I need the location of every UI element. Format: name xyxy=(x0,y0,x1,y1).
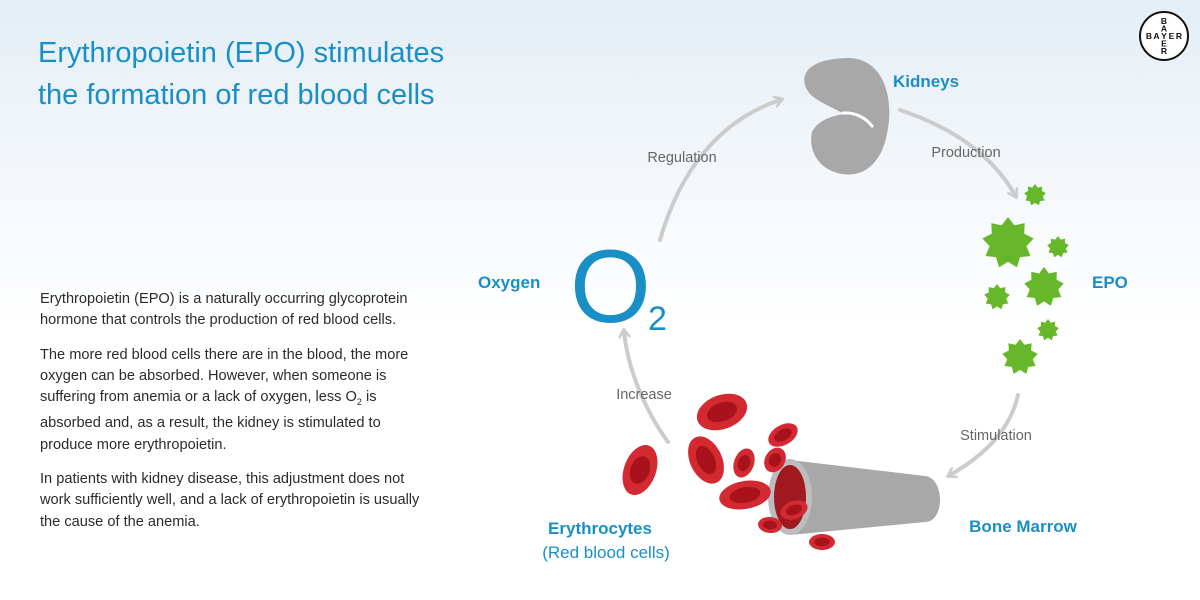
epo-molecule-icon xyxy=(982,184,1069,374)
label-production: Production xyxy=(931,145,1000,161)
label-kidneys: Kidneys xyxy=(893,72,959,91)
red-blood-cell xyxy=(622,444,658,496)
paragraph-2-end: is absorbed and, as a result, the kidney… xyxy=(40,389,381,453)
label-bone-marrow: Bone Marrow xyxy=(969,517,1077,536)
logo-letter-h5: R xyxy=(1176,31,1182,41)
epo-molecule xyxy=(982,217,1034,268)
label-oxygen: Oxygen xyxy=(478,273,540,292)
logo-letter-h4: E xyxy=(1169,31,1175,41)
title-line-1: Erythropoietin (EPO) stimulates xyxy=(38,37,445,69)
label-epo: EPO xyxy=(1092,273,1128,292)
paragraph-3: In patients with kidney disease, this ad… xyxy=(40,470,420,530)
paragraph-2-subscript: 2 xyxy=(356,397,362,408)
page-title: Erythropoietin (EPO) stimulates the form… xyxy=(38,32,444,116)
title-line-2: the formation of red blood cells xyxy=(38,79,435,111)
red-blood-cell xyxy=(758,516,782,534)
arrow-stimulation xyxy=(950,393,1020,475)
label-regulation: Regulation xyxy=(647,150,716,166)
epo-molecule xyxy=(1002,339,1038,374)
red-blood-cell xyxy=(780,500,808,520)
logo-letter-v1: B xyxy=(1161,16,1167,26)
arrow-production xyxy=(898,108,1015,195)
red-blood-cell xyxy=(733,448,755,478)
description-text: Erythropoietin (EPO) is a naturally occu… xyxy=(40,289,430,546)
arrow-increase xyxy=(624,332,670,444)
logo-letter-v2: A xyxy=(1161,24,1167,34)
red-blood-cell xyxy=(688,436,724,484)
bone-marrow-icon xyxy=(768,459,940,535)
epo-molecule xyxy=(1024,184,1046,206)
red-blood-cell xyxy=(809,534,835,550)
label-erythrocytes-sub: (Red blood cells) xyxy=(542,543,670,562)
epo-molecule xyxy=(1037,319,1059,341)
logo-letter-h2: A xyxy=(1153,31,1159,41)
paragraph-2-start: The more red blood cells there are in th… xyxy=(40,346,409,406)
logo-letter-v4: E xyxy=(1161,39,1167,49)
epo-molecule xyxy=(1024,267,1064,306)
arrow-regulation xyxy=(658,100,780,242)
label-stimulation: Stimulation xyxy=(960,428,1032,444)
red-blood-cell xyxy=(768,423,798,447)
logo-letter-h3: Y xyxy=(1161,31,1167,41)
epo-molecule xyxy=(984,284,1010,310)
red-blood-cell-icon xyxy=(622,393,835,550)
paragraph-1: Erythropoietin (EPO) is a naturally occu… xyxy=(40,291,408,329)
red-blood-cell xyxy=(764,447,786,473)
logo-letter-v5: R xyxy=(1161,46,1167,56)
red-blood-cell xyxy=(719,480,771,510)
bayer-cross-logo: B A Y E R B A E R xyxy=(1139,11,1189,61)
o2-symbol: O xyxy=(570,229,651,345)
epo-molecule xyxy=(1047,236,1069,258)
label-increase: Increase xyxy=(616,387,672,403)
o2-subscript: 2 xyxy=(648,300,667,338)
red-blood-cell xyxy=(696,393,748,431)
label-erythrocytes: Erythrocytes xyxy=(548,519,652,538)
kidney-icon xyxy=(804,58,890,175)
logo-letter-h1: B xyxy=(1146,31,1152,41)
paragraph-2: The more red blood cells there are in th… xyxy=(40,345,430,456)
